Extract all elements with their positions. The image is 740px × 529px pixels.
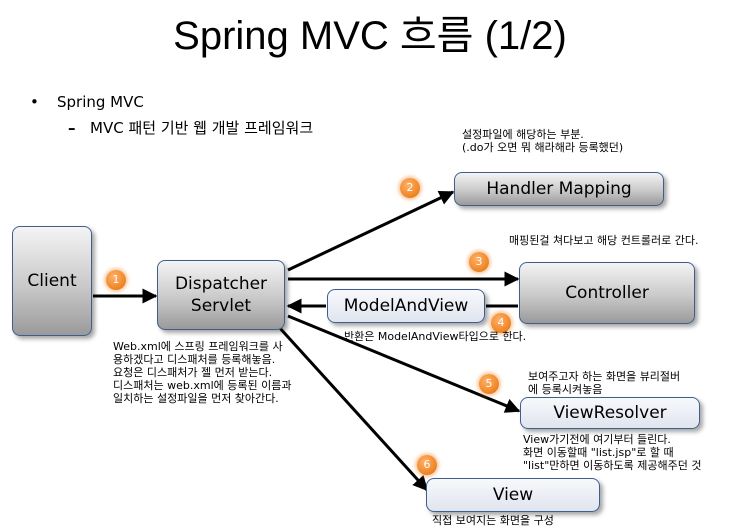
dispatcher-servlet-box: Dispatcher Servlet	[157, 260, 285, 330]
step-badge-5: 5	[479, 374, 499, 394]
handler-mapping-box: Handler Mapping	[454, 172, 664, 206]
handler-mapping-label: Handler Mapping	[486, 179, 632, 199]
dispatcher-label-line1: Dispatcher	[174, 274, 268, 294]
bullet-text: MVC 패턴 기반 웹 개발 프레임워크	[90, 119, 314, 137]
dispatcher-label-line2: Servlet	[190, 296, 252, 316]
view-resolver-box: ViewResolver	[520, 397, 700, 429]
step-badge-1: 1	[106, 270, 126, 290]
bullet-text: Spring MVC	[57, 93, 144, 111]
step-badge-6: 6	[417, 455, 437, 475]
note-view: 직접 보여지는 화면을 구성	[432, 514, 554, 527]
page-title: Spring MVC 흐름 (1/2)	[173, 14, 567, 58]
view-resolver-label: ViewResolver	[553, 403, 667, 423]
client-box: Client	[12, 226, 92, 336]
view-box: View	[426, 478, 600, 512]
controller-box: Controller	[519, 262, 695, 324]
arrow-dispatcher-to-handler	[287, 190, 455, 272]
bullet-marker: •	[30, 93, 39, 111]
step-badge-3: 3	[469, 252, 489, 272]
arrow-dispatcher-to-view	[276, 324, 429, 492]
note-dispatcher: Web.xml에 스프링 프레임워크를 사 용하겠다고 디스패처를 등록해놓음.…	[113, 340, 292, 405]
model-and-view-label: ModelAndView	[343, 296, 469, 316]
model-and-view-box: ModelAndView	[327, 289, 485, 323]
step-badge-4: 4	[491, 313, 511, 333]
note-view-resolver-bottom: View가기전에 여기부터 들린다. 화면 이동할때 "list.jsp"로 할…	[523, 433, 702, 472]
bullet-marker: –	[68, 119, 76, 137]
controller-label: Controller	[565, 283, 649, 303]
bullet-level2: –MVC 패턴 기반 웹 개발 프레임워크	[68, 117, 313, 138]
client-label: Client	[27, 271, 77, 291]
note-controller: 매핑된걸 쳐다보고 해당 컨트롤러로 간다.	[509, 234, 699, 247]
arrow-dispatcher-to-viewresolver	[287, 314, 521, 413]
note-handler-mapping: 설정파일에 해당하는 부분. (.do가 오면 뭐 해라해라 등록했던)	[462, 128, 624, 154]
step-badge-2: 2	[400, 178, 420, 198]
note-model-and-view: 반환은 ModelAndView타입으로 한다.	[344, 330, 527, 343]
note-view-resolver-top: 보여주고자 하는 화면을 뷰리절버 에 등록시켜놓음	[528, 370, 681, 396]
view-label: View	[492, 485, 534, 505]
